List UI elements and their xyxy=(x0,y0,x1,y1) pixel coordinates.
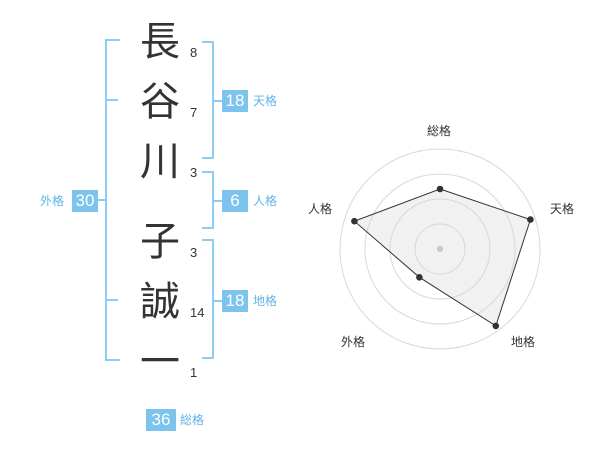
stroke-count-1: 8 xyxy=(190,45,198,60)
soukaku-label: 総格 xyxy=(180,413,205,427)
radar-ring-2 xyxy=(389,198,491,300)
name-char-3: 川 xyxy=(140,139,180,185)
jinkaku-label: 人格 xyxy=(253,194,278,208)
tenkaku-badge: 18 xyxy=(222,90,248,112)
soukaku-badge: 36 xyxy=(146,409,176,431)
radar-point-4 xyxy=(416,274,423,281)
name-char-5: 誠 xyxy=(140,279,180,325)
radar-axis-label-1: 総格 xyxy=(427,124,452,138)
chikaku-badge: 18 xyxy=(222,290,248,312)
radar-point-2 xyxy=(527,216,534,223)
chikaku-label: 地格 xyxy=(253,294,278,308)
stroke-count-2: 7 xyxy=(190,105,198,120)
gaikaku-label: 外格 xyxy=(40,194,65,208)
name-char-4: 子 xyxy=(140,219,180,265)
tenkaku-label: 天格 xyxy=(253,94,278,108)
stroke-count-4: 3 xyxy=(190,245,198,260)
radar-axis-label-3: 地格 xyxy=(511,335,536,349)
chikaku-bracket xyxy=(202,239,214,359)
radar-ring-1 xyxy=(414,223,466,275)
radar-area xyxy=(353,188,532,327)
name-char-2: 谷 xyxy=(140,79,180,125)
stroke-count-3: 3 xyxy=(190,165,198,180)
radar-axis-label-2: 天格 xyxy=(550,202,575,216)
radar-ring-4 xyxy=(339,148,541,350)
gaikaku-badge: 30 xyxy=(72,190,98,212)
radar-point-3 xyxy=(492,322,500,330)
stroke-count-6: 1 xyxy=(190,365,198,380)
name-char-1: 長 xyxy=(140,19,180,65)
radar-axis-label-4: 外格 xyxy=(341,335,366,349)
radar-ring-3 xyxy=(364,173,516,325)
radar-point-1 xyxy=(436,185,444,193)
radar-axis-label-5: 人格 xyxy=(308,202,333,216)
radar-center-dot xyxy=(436,245,444,253)
radar-point-5 xyxy=(351,217,358,225)
jinkaku-badge: 6 xyxy=(222,190,248,212)
name-char-6: 一 xyxy=(140,339,180,385)
stroke-count-5: 14 xyxy=(190,305,205,320)
